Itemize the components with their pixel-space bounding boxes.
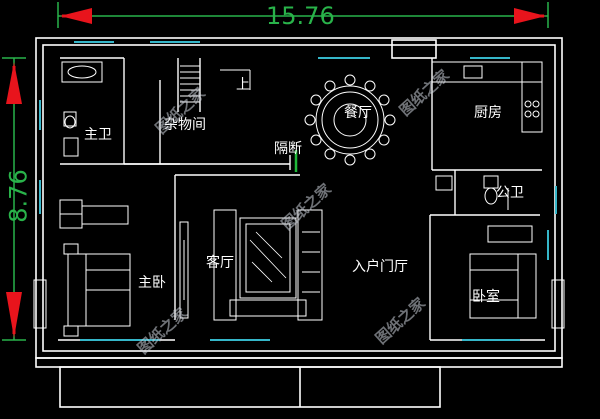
public-bath-fixtures bbox=[435, 175, 509, 210]
tv-cabinet bbox=[179, 221, 189, 319]
kitchen-counters bbox=[431, 61, 543, 133]
label-dining: 餐厅 bbox=[344, 105, 372, 121]
label-bedroom: 卧室 bbox=[472, 289, 500, 305]
side-windows bbox=[33, 279, 565, 329]
width-dimension-line bbox=[57, 2, 549, 28]
label-public-bath: 公卫 bbox=[496, 185, 524, 201]
master-bed bbox=[63, 243, 131, 337]
label-master-bedroom: 主卧 bbox=[138, 275, 166, 291]
depth-dimension: 8.76 bbox=[4, 169, 33, 223]
label-stairs-up: 上 bbox=[236, 77, 250, 93]
label-master-bath: 主卫 bbox=[84, 127, 112, 143]
master-bath-fixtures bbox=[61, 61, 103, 157]
label-living: 客厅 bbox=[206, 255, 234, 271]
label-storage: 杂物间 bbox=[164, 117, 206, 133]
width-dimension: 15.76 bbox=[266, 2, 335, 30]
label-kitchen: 厨房 bbox=[474, 105, 502, 121]
red-arrows bbox=[6, 8, 546, 338]
label-partition: 隔断 bbox=[274, 141, 302, 157]
window-markers bbox=[39, 41, 557, 341]
dining-table bbox=[304, 74, 396, 166]
master-wardrobe bbox=[59, 199, 129, 229]
stairs bbox=[180, 65, 251, 103]
sofa-set bbox=[213, 209, 323, 321]
interior-walls bbox=[58, 57, 545, 341]
label-entrance-hall: 入户门厅 bbox=[352, 259, 408, 275]
bedroom-bed bbox=[469, 225, 537, 319]
